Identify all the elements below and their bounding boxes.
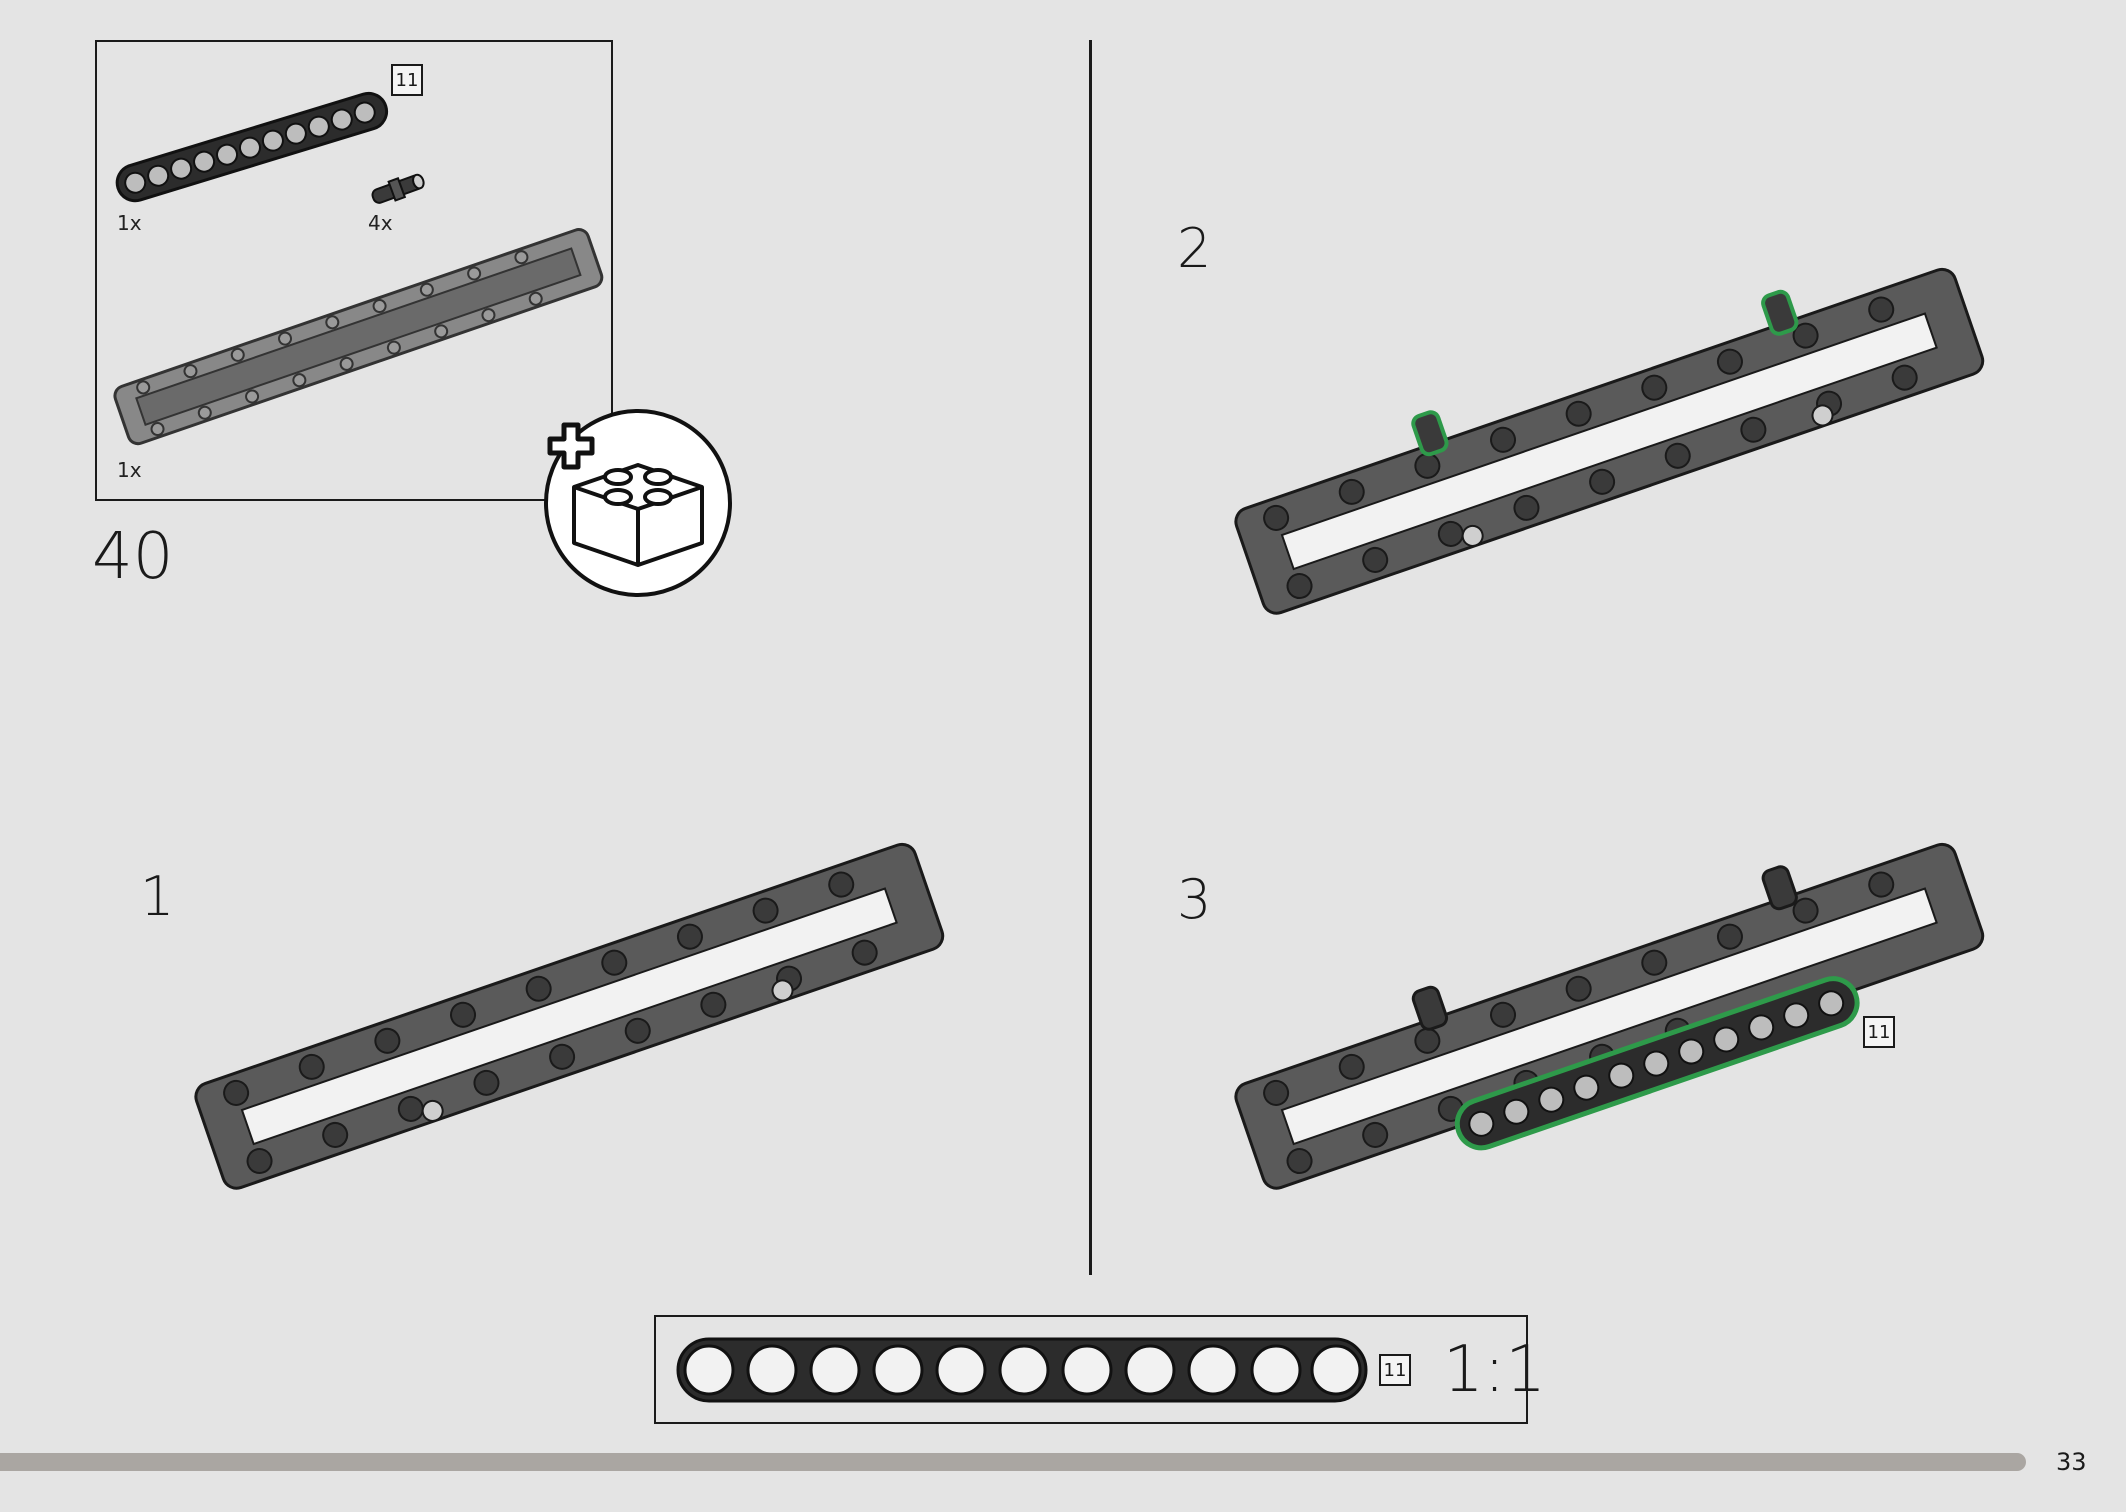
page-number: 33 — [2056, 1448, 2087, 1476]
page-divider — [1089, 40, 1092, 1275]
scale-beam-image — [676, 1337, 1368, 1403]
beam-11-part-image — [115, 91, 389, 203]
progress-bar — [0, 1453, 2026, 1471]
step-number: 40 — [92, 520, 174, 594]
substep-3-label: 3 — [1177, 868, 1212, 931]
pin-quantity: 4x — [368, 211, 393, 235]
pin-part-image — [371, 173, 425, 204]
beam-quantity: 1x — [117, 211, 142, 235]
plus-brick-icon — [544, 409, 732, 597]
substep-1-assembly — [194, 842, 945, 1190]
scale-ratio: 1:1 — [1443, 1333, 1546, 1407]
substep-3-length-badge: 11 — [1863, 1016, 1895, 1048]
substep-3-assembly — [1234, 842, 1985, 1190]
substep-2-assembly — [1234, 267, 1985, 615]
frame-part-image — [113, 228, 604, 446]
beam-length-badge: 11 — [391, 64, 423, 96]
substep-1-label: 1 — [140, 865, 175, 928]
parts-list-box — [95, 40, 613, 501]
scale-box — [654, 1315, 1528, 1424]
scale-length-badge: 11 — [1379, 1354, 1411, 1386]
frame-quantity: 1x — [117, 458, 142, 482]
substep-2-label: 2 — [1177, 217, 1212, 280]
